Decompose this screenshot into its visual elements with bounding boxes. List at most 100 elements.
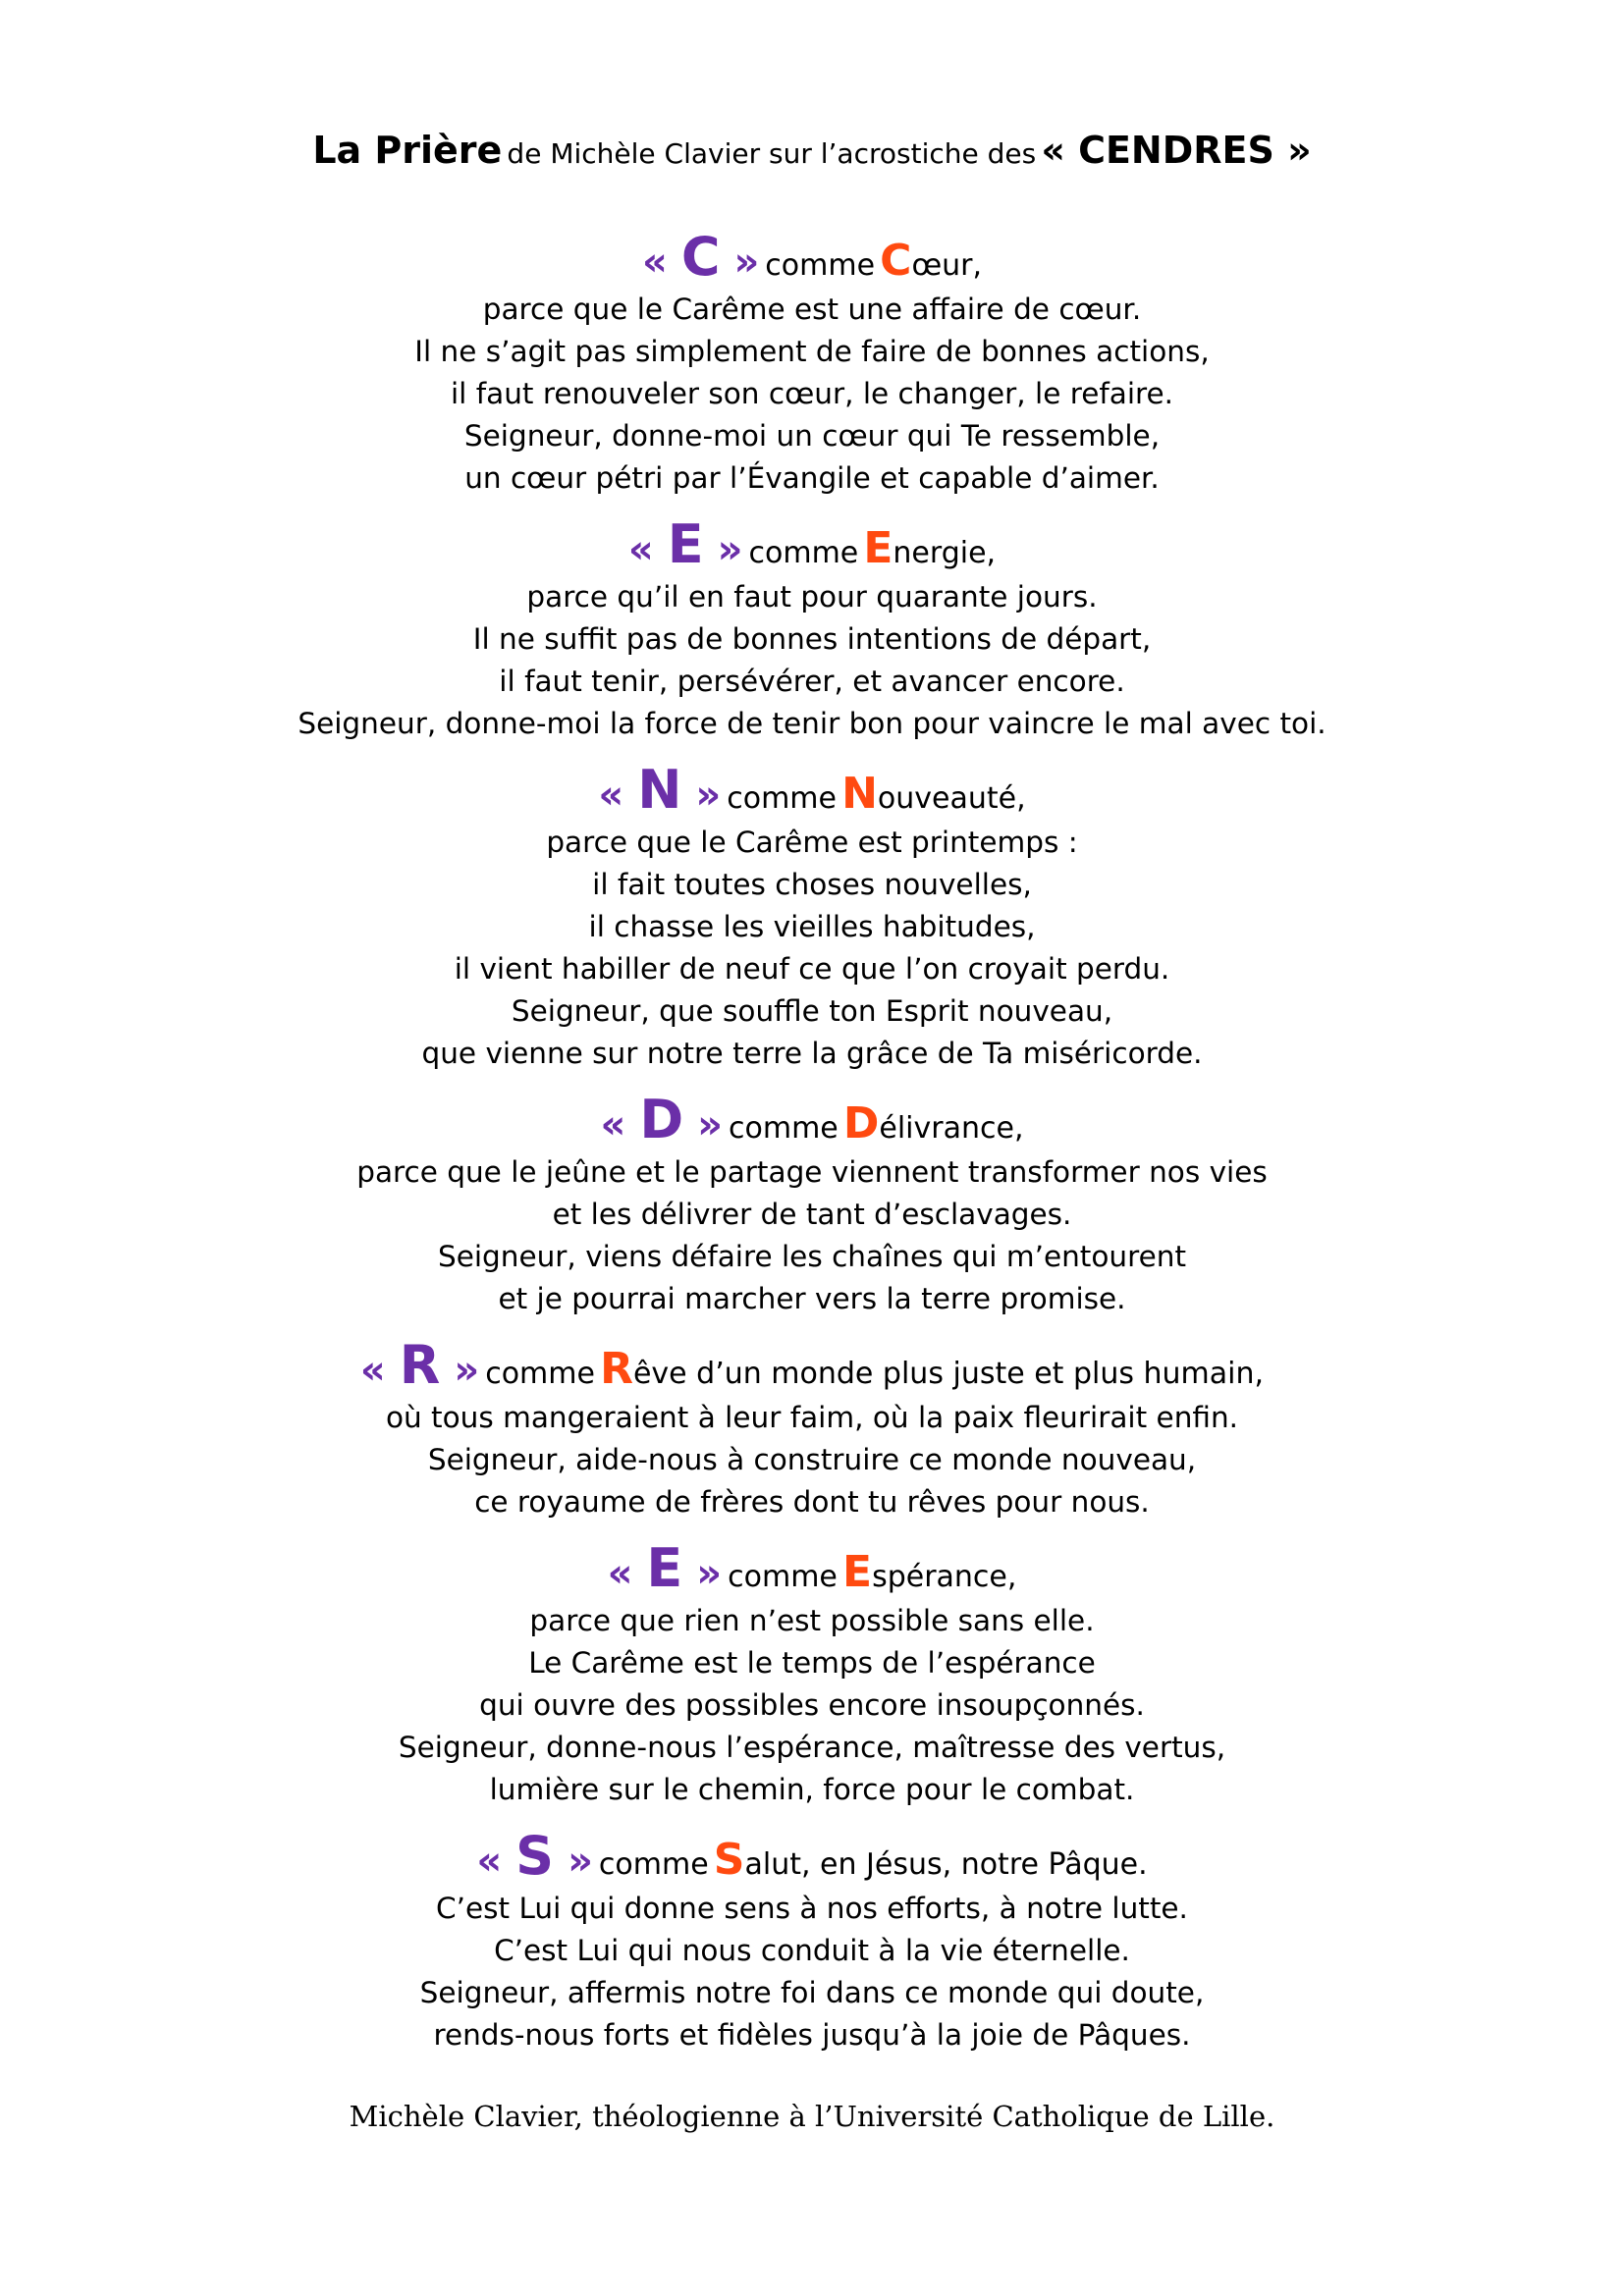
acrostic-letter: « S »	[476, 1825, 593, 1887]
comme-word: comme	[598, 1847, 709, 1882]
poem-line: C’est Lui qui nous conduit à la vie éter…	[494, 1934, 1130, 1967]
stanza: « E »comme Espérance, parce que rien n’est …	[0, 1537, 1624, 1811]
close-quote: »	[733, 240, 760, 285]
stanza: « D »comme Délivrance, parce que le jeûne e…	[0, 1089, 1624, 1320]
open-quote: «	[641, 240, 668, 285]
poem-line: C’est Lui qui donne sens à nos efforts, …	[436, 1892, 1188, 1925]
poem-line: il chasse les vieilles habitudes,	[588, 910, 1036, 943]
poem-line: qui ouvre des possibles encore insoupçon…	[479, 1688, 1145, 1722]
word-initial: E	[863, 523, 893, 573]
comme-word: comme	[748, 536, 859, 570]
word-initial: N	[841, 769, 878, 819]
stanza-heading: « N »comme Nouveauté,	[0, 759, 1624, 822]
letter: D	[639, 1089, 684, 1150]
poem-line: Il ne s’agit pas simplement de faire de …	[414, 335, 1210, 368]
poem-line: il vient habiller de neuf ce que l’on cr…	[454, 952, 1170, 986]
stanza-heading: « S »comme Salut, en Jésus, notre Pâque.	[0, 1825, 1624, 1888]
poem-line: il faut renouveler son cœur, le changer,…	[450, 377, 1174, 410]
word-rest: spérance,	[872, 1560, 1017, 1594]
poem-line: il fait toutes choses nouvelles,	[592, 868, 1032, 901]
comme-word: comme	[765, 248, 876, 283]
word-initial: C	[880, 236, 912, 286]
stanza: « N »comme Nouveauté, parce que le Carême e…	[0, 759, 1624, 1075]
letter: E	[646, 1537, 683, 1599]
letter: R	[399, 1334, 441, 1396]
poem-line: Seigneur, donne-moi la force de tenir bo…	[298, 707, 1326, 740]
word-rest: ouveauté,	[877, 781, 1026, 816]
stanza: « C »comme Cœur, parce que le Carême est un…	[0, 226, 1624, 500]
stanza: « S »comme Salut, en Jésus, notre Pâque. C’…	[0, 1825, 1624, 2056]
poem-line: il faut tenir, persévérer, et avancer en…	[499, 665, 1125, 698]
poem-line: Le Carême est le temps de l’espérance	[528, 1646, 1096, 1680]
poem-line: que vienne sur notre terre la grâce de T…	[421, 1037, 1203, 1070]
poem-line: parce que le Carême est printemps :	[546, 826, 1078, 859]
close-quote: »	[695, 773, 722, 818]
stanza: « E »comme Energie, parce qu’il en faut pou…	[0, 513, 1624, 745]
letter: E	[667, 513, 704, 575]
acrostic-letter: « R »	[359, 1334, 480, 1396]
stanza-heading: « C »comme Cœur,	[0, 226, 1624, 289]
acrostic-letter: « D »	[600, 1089, 723, 1150]
poem-line: rends-nous forts et fidèles jusqu’à la j…	[433, 2018, 1191, 2052]
word-initial: E	[842, 1547, 873, 1597]
acrostic-letter: « E »	[627, 513, 743, 575]
poem-line: parce que rien n’est possible sans elle.	[529, 1604, 1095, 1637]
acrostic-letter: « E »	[607, 1537, 723, 1599]
poem-line: lumière sur le chemin, force pour le com…	[489, 1773, 1135, 1806]
comme-word: comme	[727, 781, 837, 816]
open-quote: «	[598, 773, 624, 818]
title-cendres: « CENDRES »	[1041, 129, 1312, 172]
close-quote: »	[568, 1839, 593, 1884]
comme-word: comme	[485, 1357, 595, 1391]
letter: C	[680, 226, 721, 288]
word-rest: alut, en Jésus, notre Pâque.	[744, 1847, 1148, 1882]
poem-line: Seigneur, que souffle ton Esprit nouveau…	[511, 994, 1113, 1028]
stanza-heading: « D »comme Délivrance,	[0, 1089, 1624, 1151]
open-quote: «	[600, 1102, 626, 1148]
close-quote: »	[717, 527, 743, 572]
poem-line: ce royaume de frères dont tu rêves pour …	[474, 1485, 1150, 1519]
poem-line: Seigneur, donne-moi un cœur qui Te resse…	[463, 419, 1161, 453]
acrostic-letter: « C »	[641, 226, 760, 288]
stanza-gap	[0, 500, 1624, 513]
close-quote: »	[697, 1102, 723, 1148]
open-quote: «	[607, 1551, 633, 1596]
poem-line: Seigneur, donne-nous l’espérance, maître…	[398, 1731, 1226, 1764]
word-initial: R	[600, 1344, 633, 1394]
open-quote: «	[476, 1839, 503, 1884]
title-author: de Michèle Clavier sur l’acrostiche des	[507, 137, 1037, 170]
poem-line: un cœur pétri par l’Évangile et capable …	[464, 461, 1160, 495]
poem-line: Seigneur, aide-nous à construire ce mond…	[427, 1443, 1197, 1476]
close-quote: »	[696, 1551, 723, 1596]
comme-word: comme	[728, 1560, 838, 1594]
poem-line: parce que le Carême est une affaire de c…	[482, 293, 1142, 326]
stanza-gap	[0, 745, 1624, 759]
word-initial: S	[713, 1835, 745, 1885]
poem-line: Il ne suffit pas de bonnes intentions de…	[472, 622, 1152, 656]
stanza-heading: « E »comme Espérance,	[0, 1537, 1624, 1600]
comme-word: comme	[729, 1111, 839, 1146]
poem-line: Seigneur, viens défaire les chaînes qui …	[437, 1240, 1187, 1273]
word-rest: nergie,	[893, 536, 997, 570]
stanza-gap	[0, 1075, 1624, 1089]
poem-line: parce qu’il en faut pour quarante jours.	[526, 580, 1098, 614]
word-rest: êve d’un monde plus juste et plus humain…	[632, 1357, 1265, 1391]
letter: N	[637, 759, 682, 821]
stanza-heading: « R »comme Rêve d’un monde plus juste et p…	[0, 1334, 1624, 1397]
open-quote: «	[627, 527, 654, 572]
author-signature: Michèle Clavier, théologienne à l’Univer…	[349, 2100, 1275, 2133]
poem-line: parce que le jeûne et le partage viennen…	[356, 1155, 1268, 1189]
stanza-heading: « E »comme Energie,	[0, 513, 1624, 576]
word-initial: D	[842, 1098, 880, 1148]
open-quote: «	[359, 1348, 386, 1393]
acrostic-poem: «C»comme Cœur,parce que le Carême est un…	[0, 226, 1624, 2056]
stanza: « R »comme Rêve d’un monde plus juste et p…	[0, 1334, 1624, 1523]
word-rest: élivrance,	[879, 1111, 1024, 1146]
word-rest: œur,	[911, 248, 983, 283]
stanza-gap	[0, 1523, 1624, 1537]
title-la-priere: La Prière	[312, 129, 503, 172]
letter: S	[515, 1825, 555, 1887]
close-quote: »	[454, 1348, 480, 1393]
stanza-gap	[0, 1320, 1624, 1334]
poem-line: où tous mangeraient à leur faim, où la p…	[385, 1401, 1239, 1434]
